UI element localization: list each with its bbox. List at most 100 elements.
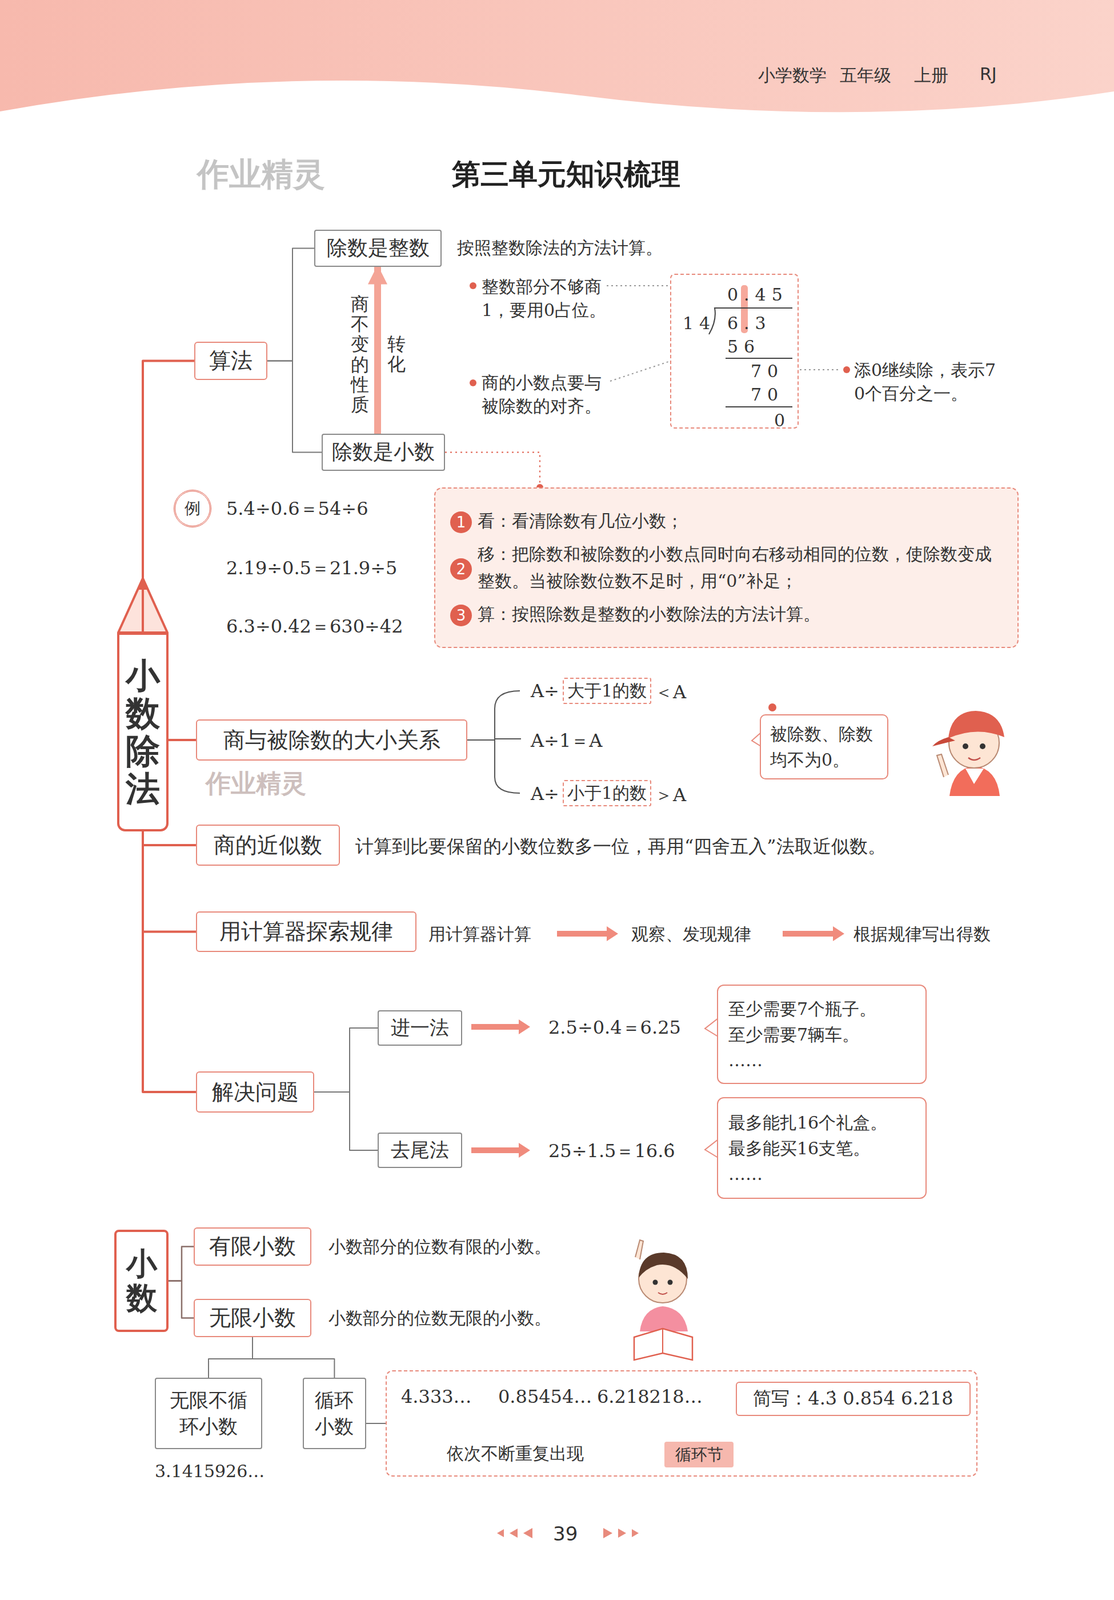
bullet [469,282,477,290]
dashed-term: 大于1的数 [562,677,652,704]
node-text: 0.85454… [498,1385,592,1408]
watermark: 作业精灵 [197,153,326,197]
node-text: 70 [750,384,784,405]
node-text: 小数除法 [125,656,160,808]
text-label: A÷ [530,679,560,702]
text-label: 用计算器计算 [428,922,532,947]
node-text: 70 [750,361,784,382]
dashed-term: 小于1的数 [562,779,652,807]
text-label: 上册 [914,63,949,88]
node-text: 去尾法 [390,1136,450,1164]
type-box: 无限不循环小数 [154,1377,263,1449]
bullet [843,366,851,374]
node-text: 6.3 [727,313,772,334]
branch-box: 商与被除数的大小关系 [195,719,468,761]
step-number: 2 [450,558,472,580]
connector [314,1091,378,1150]
term-tag: 循环节 [664,1441,734,1468]
notation-box: 简写：4.3̇ 0.85̇4̇ 6.2̇18̇ [735,1381,971,1416]
node-text: 除数是整数 [326,234,430,263]
connector [252,1336,335,1378]
text-label: 3.1415926… [154,1460,265,1481]
connector [267,248,315,362]
node-text: 无限不循环小数 [167,1387,250,1440]
steps-callout: 1看：看清除数有几位小数；2移：把除数和被除数的小数点同时向右移动相同的位数，使… [434,487,1019,648]
node-text: 至少需要7辆车。 [728,1021,860,1048]
node-text: 循环小数 [313,1387,356,1440]
text-label: 根据规律写出得数 [853,922,991,947]
example-bubble: 至少需要7个瓶子。至少需要7辆车。…… [716,984,927,1084]
step-number: 1 [450,511,472,534]
node-text: 被除数、除数均不为0。 [770,720,879,773]
step-text: 移：把除数和被除数的小数点同时向右移动相同的位数，使除数变成整数。当被除数位数不… [477,541,1003,595]
node-text: 进一法 [390,1014,450,1041]
node-text: 用计算器探索规律 [219,916,394,947]
branch-box: 用计算器探索规律 [195,911,417,952]
step-text: 算：按照除数是整数的小数除法的方法计算。 [477,600,1003,628]
node-text: 商与被除数的大小关系 [223,725,441,755]
long-division-box: 0.45146.35670700 [670,273,799,429]
title: 第三单元知识梳理 [451,155,681,194]
node-text: 14 [682,313,716,334]
text-label: ＜A [654,679,687,705]
text-label: ＞A [654,782,687,808]
text-label: A÷1＝A [530,728,603,754]
text-label: 小学数学 [758,63,827,88]
sub-box: 除数是整数 [314,229,442,267]
text-label: 转化 [387,334,406,375]
node-text: 循环节 [675,1443,724,1466]
node-text: 至少需要7个瓶子。 [728,995,877,1022]
text-label: 小数部分的位数无限的小数。 [328,1306,552,1330]
node-text: 例 [184,497,201,520]
connector [142,831,196,1092]
watermark: 作业精灵 [205,766,307,801]
step-number: 3 [450,604,472,627]
example-bubble: 最多能扎16个礼盒。最多能买16支笔。…… [716,1096,927,1199]
text-label: 商不变的性质 [350,294,370,415]
connector [314,1027,378,1092]
connector [142,831,196,932]
node-text: 小数 [126,1246,158,1315]
page-number: 39 [553,1521,578,1545]
node-text: 无限小数 [209,1303,296,1333]
section-title-box: 小数 [114,1229,169,1332]
bullet [469,379,477,387]
connector [267,361,322,453]
branch-box: 解决问题 [195,1071,315,1113]
bubble-tail [704,732,761,1158]
branch-box: 算法 [194,341,268,380]
text-label: 2.19÷0.5＝21.9÷5 [226,555,398,581]
text-label: 25÷1.5＝16.6̇ [548,1138,676,1164]
text-label: 添0继续除，表示70个百分之一。 [854,358,997,406]
header-band [0,0,1114,112]
connector [168,1280,194,1318]
example-badge: 例 [173,489,212,528]
text-label: RJ [979,63,997,84]
connector [142,831,196,845]
node-text: 最多能扎16个礼盒。 [728,1109,888,1136]
text-label: 观察、发现规律 [631,922,752,947]
boy-figure [932,710,1005,796]
connector [374,266,382,434]
text-label: 小数部分的位数有限的小数。 [328,1235,552,1259]
node-text: 56 [727,336,761,357]
node-text: …… [728,1047,763,1073]
node-text: 简写：4.3̇ 0.85̇4̇ 6.2̇18̇ [752,1385,953,1412]
node-text: 6.218218… [596,1385,703,1408]
text-label: 计算到比要保留的小数位数多一位，再用“四舍五入”法取近似数。 [355,834,887,860]
text-label: 五年级 [839,63,892,88]
example-panel: 4.333…0.85454…6.218218…依次不断重复出现简写：4.3̇ 0… [385,1369,978,1477]
node-text: 有限小数 [209,1231,296,1261]
text-label: 6.3÷0.42＝630÷42 [226,614,404,640]
node-text: …… [728,1160,763,1187]
node-text: 4.333… [401,1385,472,1408]
text-label: A÷ [530,782,560,805]
connector [168,738,196,741]
division-lines [708,307,793,407]
branch-box: 无限小数 [193,1298,312,1337]
method-box: 去尾法 [377,1132,463,1168]
text-label: 2.5÷0.4＝6.25 [548,1015,681,1041]
node-text: 最多能买16支笔。 [728,1135,871,1161]
pencil-title-box: 小数除法 [117,632,169,832]
text-label: 5.4÷0.6＝54÷6 [226,496,368,522]
